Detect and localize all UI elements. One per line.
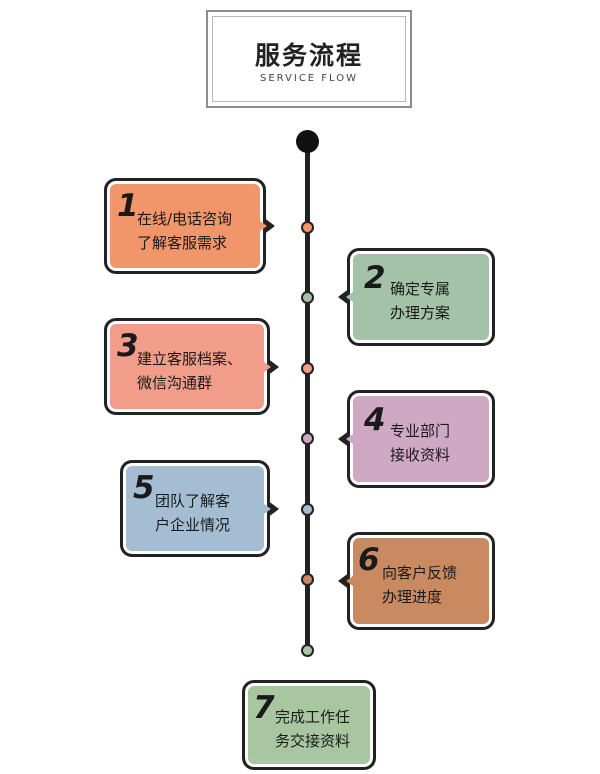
step-text-5-line1: 团队了解客 — [155, 492, 231, 510]
step-text-3-line2: 微信沟通群 — [137, 374, 213, 392]
timeline-line — [305, 140, 310, 654]
timeline-node-2 — [301, 291, 314, 304]
step-card-7: 7 完成工作任 务交接资料 — [242, 680, 376, 770]
page-subtitle: SERVICE FLOW — [259, 73, 359, 84]
step-pointer-2 — [338, 288, 353, 306]
step-card-2: 2 确定专属 办理方案 — [338, 248, 495, 346]
step-number-7: 7 — [253, 690, 275, 726]
step-text-4-line2: 接收资料 — [390, 446, 451, 464]
step-text-2-line2: 办理方案 — [390, 304, 451, 322]
timeline-node-5 — [301, 503, 314, 516]
step-text-6-line2: 办理进度 — [382, 588, 443, 606]
title-inner-frame — [212, 16, 406, 102]
step-number-6: 6 — [358, 542, 380, 578]
step-card-4: 4 专业部门 接收资料 — [338, 390, 495, 488]
timeline-node-4 — [301, 432, 314, 445]
title-box: 服务流程 SERVICE FLOW — [206, 10, 412, 108]
step-pointer-1 — [260, 217, 275, 235]
step-number-5: 5 — [133, 470, 155, 506]
step-text-5-line2: 户企业情况 — [155, 516, 231, 534]
step-text-1-line1: 在线/电话咨询 — [137, 210, 233, 228]
step-pointer-6 — [338, 572, 353, 590]
timeline-node-6 — [301, 573, 314, 586]
step-text-2-line1: 确定专属 — [390, 280, 451, 298]
step-text-7-line1: 完成工作任 — [275, 708, 351, 726]
step-text-7-line2: 务交接资料 — [275, 732, 351, 750]
timeline-node-7 — [301, 644, 314, 657]
step-number-1: 1 — [117, 188, 139, 224]
step-text-4-line1: 专业部门 — [390, 422, 451, 440]
step-pointer-4 — [338, 430, 353, 448]
step-number-2: 2 — [364, 260, 386, 296]
step-number-4: 4 — [364, 402, 386, 438]
step-card-1: 1 在线/电话咨询 了解客服需求 — [104, 178, 275, 274]
step-text-6-line1: 向客户反馈 — [382, 564, 458, 582]
step-card-5: 5 团队了解客 户企业情况 — [120, 460, 279, 557]
step-text-1-line2: 了解客服需求 — [137, 234, 228, 252]
step-number-3: 3 — [117, 328, 139, 364]
timeline-start-dot — [296, 130, 319, 153]
step-pointer-5 — [264, 499, 279, 518]
step-text-3-line1: 建立客服档案、 — [137, 350, 243, 368]
page-title: 服务流程 — [254, 41, 363, 70]
step-card-3: 3 建立客服档案、 微信沟通群 — [104, 318, 279, 415]
timeline-node-1 — [301, 221, 314, 234]
step-pointer-3 — [264, 357, 279, 376]
timeline-node-3 — [301, 362, 314, 375]
step-card-6: 6 向客户反馈 办理进度 — [338, 532, 495, 630]
